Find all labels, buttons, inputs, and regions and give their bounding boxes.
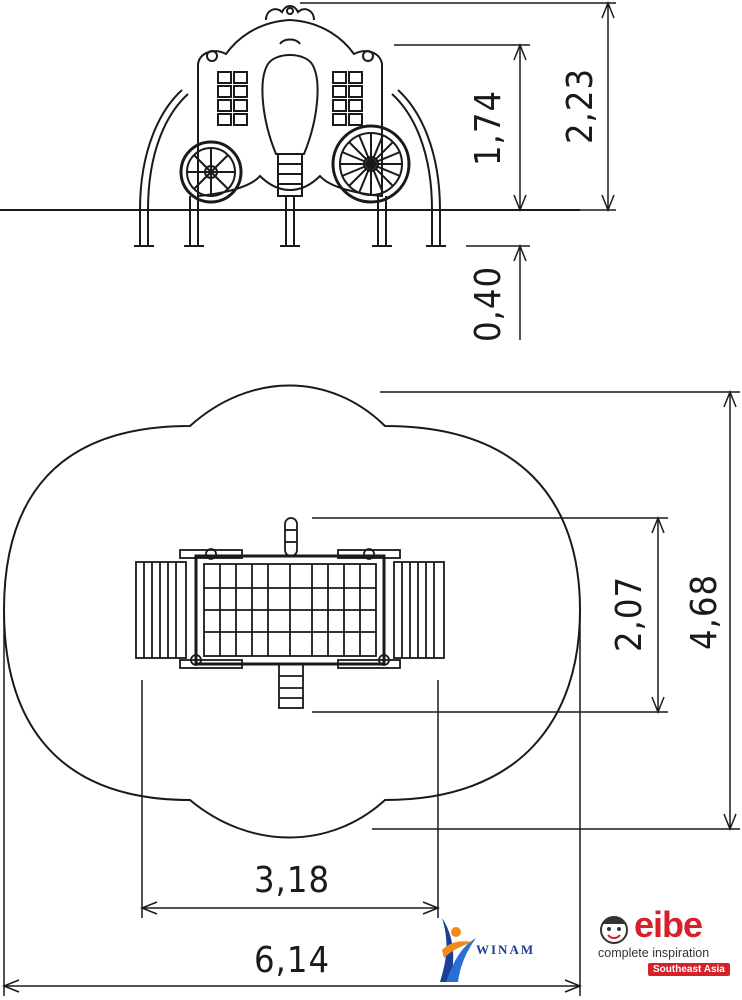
carriage-door — [261, 54, 319, 155]
left-rail — [139, 89, 183, 211]
label-area-width: 6,14 — [254, 940, 330, 981]
elevation-view — [0, 0, 616, 340]
crown — [265, 5, 315, 21]
eibe-face-icon — [600, 916, 628, 944]
label-foundation-depth: 0,40 — [468, 266, 509, 342]
plan-view — [1, 384, 740, 996]
winam-figure-icon — [440, 918, 476, 982]
winam-logo: WINAM — [432, 912, 567, 984]
eibe-logo: eibe complete inspiration Southeast Asia — [596, 904, 736, 984]
carriage-body — [197, 18, 383, 198]
dimension-line-equipment-width — [139, 680, 441, 918]
label-equipment-height: 1,74 — [468, 90, 509, 166]
left-window — [217, 71, 248, 126]
eibe-tagline: complete inspiration — [598, 946, 710, 960]
dimension-line-area-depth — [372, 389, 740, 832]
eibe-wordmark: eibe — [634, 904, 703, 945]
dimension-line-equipment-height — [394, 42, 530, 213]
entry-step — [277, 153, 303, 197]
foundation-posts — [134, 196, 446, 247]
dimension-line-area-width — [1, 610, 583, 996]
large-wheel — [331, 124, 411, 204]
carriage-top-view — [135, 517, 445, 709]
safety-area-outline — [2, 384, 582, 839]
label-total-height: 2,23 — [560, 68, 601, 144]
dimension-line-foundation-depth — [466, 243, 530, 340]
dimension-line-equipment-depth — [312, 515, 668, 715]
label-equipment-depth: 2,07 — [609, 576, 650, 652]
right-window — [332, 71, 363, 126]
winam-wordmark: WINAM — [476, 942, 536, 957]
dimension-line-total-height — [300, 0, 616, 213]
small-wheel — [179, 140, 243, 204]
label-area-depth: 4,68 — [684, 574, 725, 650]
right-rail — [397, 89, 441, 211]
label-equipment-width: 3,18 — [254, 860, 330, 901]
eibe-region-badge: Southeast Asia — [648, 963, 730, 976]
